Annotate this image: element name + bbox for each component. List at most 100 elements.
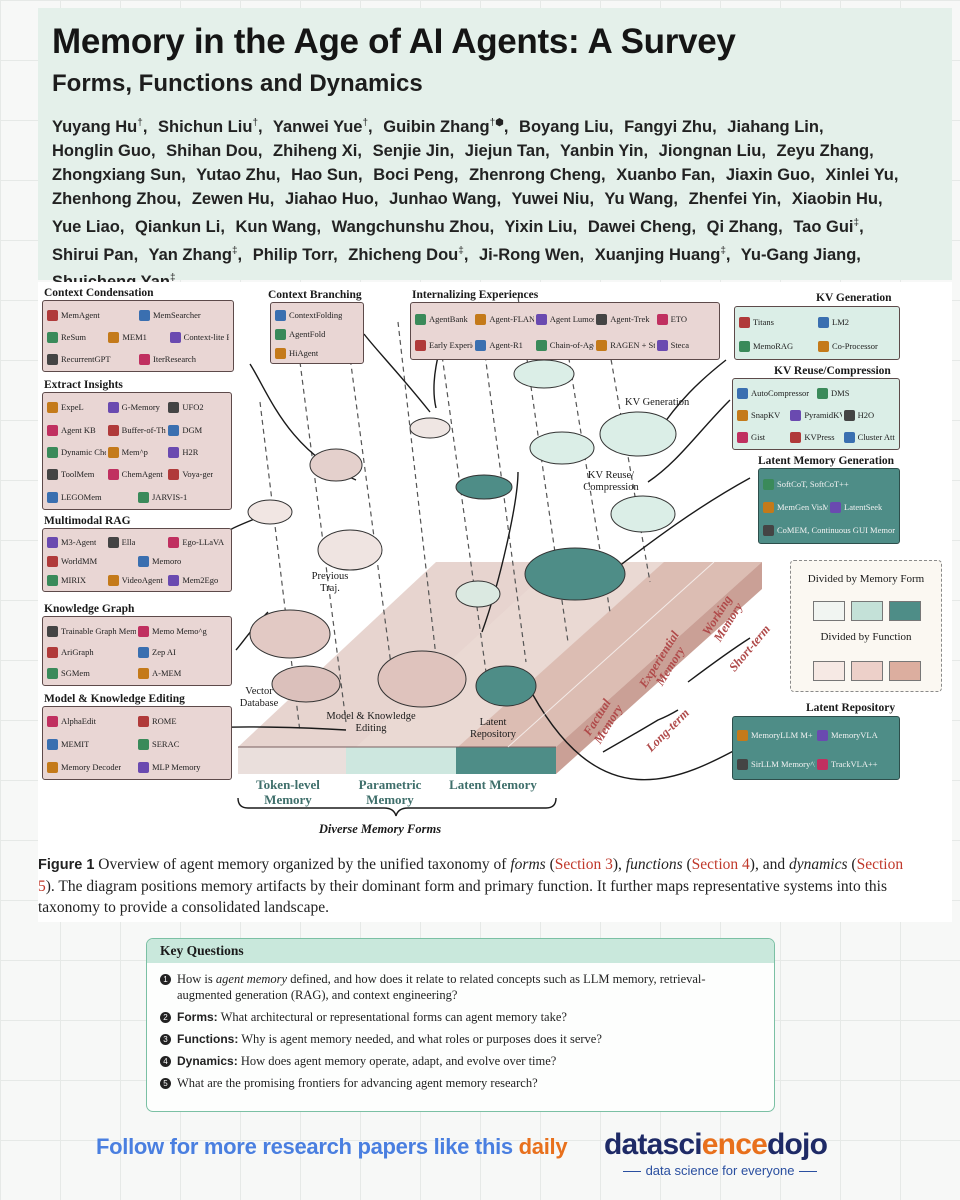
author-name: Jiahang Lin, xyxy=(727,117,824,136)
author-name-text: Guibin Zhang xyxy=(383,117,490,136)
institution-logo-icon xyxy=(737,388,748,399)
institution-logo-icon xyxy=(843,432,855,443)
system-name: Mem2Ego xyxy=(182,576,219,586)
system-name: ExpeL xyxy=(61,403,84,413)
system-chip: ToolMem xyxy=(47,469,94,481)
author-name-text: Yutao Zhu xyxy=(196,165,276,184)
brand-logo[interactable]: datasciencedojo xyxy=(604,1128,828,1162)
author-affiliation-mark: †⬢ xyxy=(489,117,504,128)
system-name: ROME xyxy=(152,717,177,727)
author-name: Jiejun Tan, xyxy=(464,141,550,160)
system-chip: AriGraph xyxy=(47,647,94,658)
author-name: Ji-Rong Wen, xyxy=(479,245,585,264)
system-chip: MemAgent xyxy=(47,310,100,321)
system-chip: UFO2 xyxy=(168,402,204,414)
author-name: Zhicheng Dou‡, xyxy=(348,245,469,264)
author-name-text: Xuanbo Fan xyxy=(616,165,711,184)
artifact-ellipses xyxy=(247,359,677,708)
system-name: ReSum xyxy=(61,333,87,342)
author-name: Tao Gui‡, xyxy=(793,217,864,236)
system-chip: JARVIS-1 xyxy=(138,491,187,503)
institution-logo-icon xyxy=(138,668,149,680)
system-chip: ContextFolding xyxy=(275,310,343,322)
system-chip: Voya-ger xyxy=(168,469,213,481)
system-chip: AgentFold xyxy=(275,329,325,340)
institution-logo-icon xyxy=(535,340,547,351)
institution-logo-icon xyxy=(737,410,748,421)
institution-logo-icon xyxy=(108,332,120,343)
system-chip: Buffer-of-Thought xyxy=(107,424,166,436)
author-name-text: Jiongnan Liu xyxy=(658,141,762,160)
figure-caption: Figure 1 Overview of agent memory organi… xyxy=(38,856,904,916)
question-number-icon: 4 xyxy=(160,1055,171,1067)
key-question-text: Forms: What architectural or representat… xyxy=(177,1009,567,1024)
institution-logo-icon xyxy=(739,341,750,352)
institution-logo-icon xyxy=(47,447,58,458)
system-name: Early Experience xyxy=(429,341,473,350)
author-name-text: Yanbin Yin xyxy=(560,141,644,160)
author-name: Yuwei Niu, xyxy=(511,190,595,209)
system-chip: ChemAgent xyxy=(107,469,163,481)
system-chip: Titans xyxy=(739,317,774,328)
system-chip: Chain-of-Agent xyxy=(535,340,594,351)
institution-logo-icon xyxy=(275,347,286,359)
author-name-text: Zeyu Zhang xyxy=(776,141,870,160)
institution-logo-icon xyxy=(763,502,774,513)
caption-forms: forms xyxy=(510,856,546,873)
system-chip: Gist xyxy=(737,432,765,443)
system-chip: MLP Memory xyxy=(138,761,201,773)
system-chip: MEMIT xyxy=(47,739,89,750)
author-name-text: Xuanjing Huang xyxy=(594,245,721,264)
author-name: Qiankun Li, xyxy=(135,217,225,236)
author-name-text: Shichun Liu xyxy=(158,117,253,136)
system-chip: Agent-Trek xyxy=(596,314,650,325)
panel-knowledge-graph: Trainable Graph MemoryMemo Memo^gAriGrap… xyxy=(42,616,232,686)
system-name: MIRIX xyxy=(61,576,87,586)
system-chip: KVPress xyxy=(790,432,835,443)
author-name-text: Zhicheng Dou xyxy=(348,245,459,264)
system-chip: RecurrentGPT xyxy=(47,354,111,365)
author-name-text: Boyang Liu xyxy=(519,117,609,136)
system-name: AgentBank xyxy=(429,315,468,324)
author-name-text: Tao Gui xyxy=(793,217,854,236)
caption-ref-section4[interactable]: Section 4 xyxy=(691,856,750,873)
author-name: Guibin Zhang†⬢, xyxy=(383,117,509,136)
author-name: Jiaxin Guo, xyxy=(725,165,815,184)
author-name: Xinlei Yu, xyxy=(825,165,899,184)
institution-logo-icon xyxy=(415,340,426,351)
author-name-text: Kun Wang xyxy=(235,217,317,236)
author-name-text: Ji-Rong Wen xyxy=(479,245,580,264)
system-name: MemAgent xyxy=(61,311,100,320)
axis-latent: Latent Memory xyxy=(449,777,537,792)
caption-ref-section3[interactable]: Section 3 xyxy=(554,856,613,873)
author-name-text: Yuwei Niu xyxy=(511,190,590,209)
system-name: ContextFolding xyxy=(289,311,343,321)
platform-band-right xyxy=(458,562,762,747)
author-name: Zhenrong Cheng, xyxy=(469,165,606,184)
system-name: DGM xyxy=(182,425,203,435)
brand-tagline: data science for everyone xyxy=(612,1163,828,1178)
institution-logo-icon xyxy=(737,758,748,770)
caption-text-1: Overview of agent memory organized by th… xyxy=(98,856,511,873)
author-affiliation-mark: ‡ xyxy=(458,245,464,257)
system-chip: SirLLM Memory^3 xyxy=(737,758,815,770)
author-name-text: Shirui Pan xyxy=(52,245,134,264)
author-name: Hao Sun, xyxy=(291,165,363,184)
author-name-text: Yu-Gang Jiang xyxy=(740,245,857,264)
author-name: Boci Peng, xyxy=(373,165,459,184)
panel-title-latent-repository: Latent Repository xyxy=(806,702,896,714)
system-chip: SERAC xyxy=(138,739,179,750)
system-chip: AgentBank xyxy=(415,314,468,325)
author-name: Yu Wang, xyxy=(604,190,679,209)
author-name-text: Zewen Hu xyxy=(191,190,270,209)
author-affiliation-mark: † xyxy=(137,117,143,128)
author-name-text: Xiaobin Hu xyxy=(791,190,878,209)
author-name-text: Yan Zhang xyxy=(148,245,232,264)
caption-ref-section5[interactable]: Section 5 xyxy=(38,856,904,895)
legend-by-function: Divided by Function xyxy=(820,631,912,643)
key-question-text: What are the promising frontiers for adv… xyxy=(177,1075,538,1090)
